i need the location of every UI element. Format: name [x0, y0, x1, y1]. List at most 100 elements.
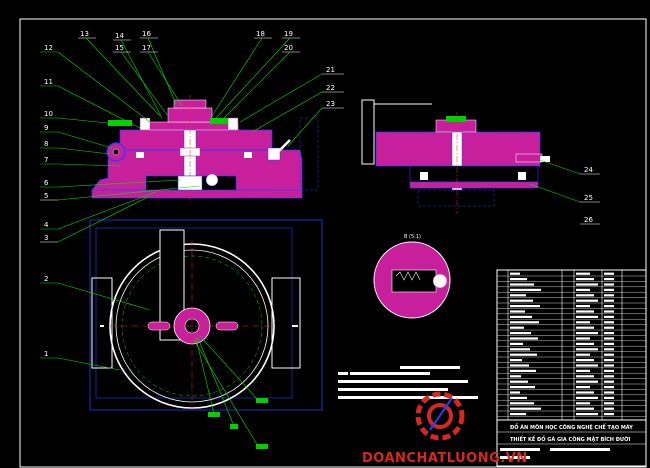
balloon-17: 17 [142, 44, 151, 52]
balloon-1: 1 [44, 350, 48, 358]
bom-cell-text [576, 359, 594, 362]
bom-cell-text [510, 288, 541, 291]
bom-cell-text [510, 375, 521, 378]
leader-line [251, 91, 323, 133]
bom-cell-text [510, 369, 536, 372]
bom-cell-text [604, 294, 614, 297]
title-line-1: ĐỒ ÁN MÔN HỌC CÔNG NGHỆ CHẾ TẠO MÁY [510, 422, 633, 431]
bom-cell-text [604, 337, 614, 340]
bom-cell-text [576, 310, 594, 313]
bom-cell-text [510, 332, 531, 335]
bom-cell-text [604, 402, 614, 405]
bom-cell-text [576, 413, 598, 416]
balloon-13: 13 [80, 30, 89, 38]
leader-line [529, 183, 581, 203]
leader-line [195, 337, 215, 415]
bom-cell-text [510, 321, 539, 324]
balloon-22: 22 [326, 84, 335, 92]
bom-cell-text [604, 321, 614, 324]
leader-line [120, 51, 169, 117]
bom-cell-text [576, 375, 594, 378]
bom-cell-text [576, 391, 594, 394]
bom-cell-text [576, 299, 598, 302]
leader-line [57, 85, 141, 129]
front-view [91, 95, 319, 205]
bom-cell-text [576, 386, 590, 389]
bom-cell-text [510, 402, 534, 405]
leader-line [211, 37, 263, 117]
bom-cell-text [576, 396, 598, 399]
bom-cell-text [510, 305, 540, 308]
bom-cell-text [604, 310, 614, 313]
leader-line [287, 107, 323, 147]
leader-line [120, 39, 163, 119]
bom-cell-text [510, 299, 533, 302]
leader-line [539, 159, 581, 175]
leader-line [57, 131, 113, 149]
side-view [361, 99, 550, 214]
bom-cell-text [576, 353, 590, 356]
title-line-2: THIẾT KẾ ĐỒ GÁ GIA CÔNG MẶT BÍCH ĐƯỜI [510, 434, 630, 443]
bom-cell-text [510, 294, 526, 297]
balloon-24: 24 [584, 166, 593, 174]
balloon-8: 8 [44, 140, 48, 148]
bom-cell-text [576, 407, 594, 410]
bom-cell-text [510, 272, 520, 275]
balloon-16: 16 [142, 30, 151, 38]
balloon-10: 10 [44, 110, 53, 118]
balloon-4: 4 [44, 221, 49, 229]
section-label: B (5:1) [404, 234, 421, 240]
bom-cell-text [510, 396, 527, 399]
section-b: B (5:1) [373, 234, 451, 319]
bom-cell-text [576, 305, 590, 308]
bom-cell-text [510, 315, 532, 318]
balloon-2: 2 [44, 275, 48, 283]
bom-cell-text [604, 299, 614, 302]
bom-cell-text [510, 283, 534, 286]
leader-line [57, 195, 151, 243]
leader-line [147, 37, 177, 105]
bom-cell-text [510, 380, 528, 383]
bom-cell-text [604, 413, 614, 416]
bom-cell-text [576, 337, 590, 340]
bom-cell-text [604, 283, 614, 286]
leader-line [57, 282, 151, 311]
leader-line [57, 51, 151, 123]
leader-line [57, 185, 201, 201]
balloon-14: 14 [115, 32, 124, 40]
balloon-9: 9 [44, 124, 48, 132]
bom-cell-text [604, 288, 614, 291]
bom-cell-text [576, 288, 590, 291]
leader-line [57, 117, 119, 125]
balloon-7: 7 [44, 156, 48, 164]
balloon-3: 3 [44, 234, 48, 242]
leader-line [193, 339, 259, 447]
balloon-20: 20 [284, 44, 293, 52]
bom-cell-text [604, 407, 614, 410]
bom-cell-text [576, 402, 590, 405]
bom-cell-text [604, 375, 614, 378]
bom-cell-text [510, 359, 522, 362]
balloon-18: 18 [256, 30, 265, 38]
bom-cell-text [604, 305, 614, 308]
leader-line [221, 51, 291, 121]
bom-cell-text [604, 396, 614, 399]
balloon-5: 5 [44, 192, 48, 200]
top-view [89, 219, 323, 449]
bom-cell-text [576, 321, 590, 324]
bom-cell-text [510, 353, 537, 356]
bom-cell-text [604, 342, 614, 345]
leader-line [57, 179, 181, 188]
balloon-26: 26 [584, 216, 593, 224]
bom-cell-text [510, 326, 524, 329]
bom-cell-text [604, 380, 614, 383]
bom-cell-text [510, 342, 523, 345]
watermark-logo: DOANCHATLUONG.VN [362, 391, 527, 466]
balloon-6: 6 [44, 179, 49, 187]
balloon-11: 11 [44, 78, 53, 86]
leader-line [57, 147, 111, 155]
bom-cell-text [604, 278, 614, 281]
bom-cell-text [576, 380, 598, 383]
bom-cell-text [576, 348, 598, 351]
bom-cell-text [604, 348, 614, 351]
